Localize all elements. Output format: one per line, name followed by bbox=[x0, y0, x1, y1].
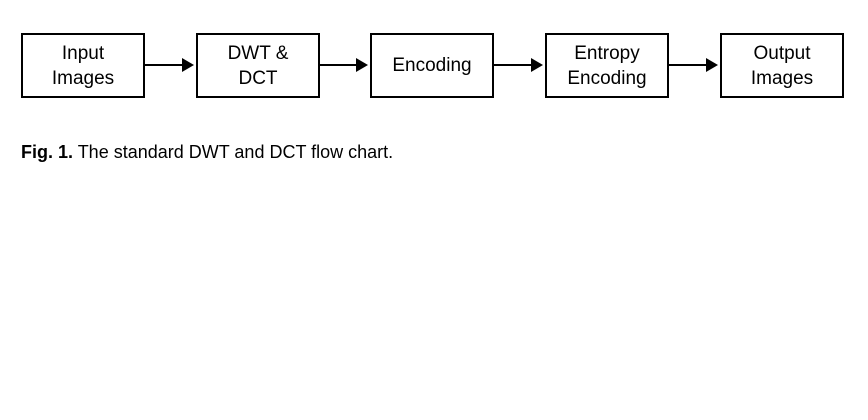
figure-caption: Fig. 1. The standard DWT and DCT flow ch… bbox=[21, 140, 393, 164]
entropy-encoding-label: Entropy Encoding bbox=[567, 42, 647, 89]
arrow-dwt-dct-to-encoding bbox=[320, 58, 368, 72]
output-images-box: Output Images bbox=[720, 33, 844, 98]
arrow-entropy-encoding-to-output bbox=[669, 58, 718, 72]
arrow-encoding-to-entropy-encoding bbox=[494, 58, 543, 72]
dwt-dct-label: DWT & DCT bbox=[227, 42, 289, 89]
caption-text: The standard DWT and DCT flow chart. bbox=[73, 142, 394, 162]
figure-label: Fig. 1. bbox=[21, 142, 74, 162]
output-images-label: Output Images bbox=[750, 42, 814, 89]
input-images-label: Input Images bbox=[51, 42, 115, 89]
input-images-box: Input Images bbox=[21, 33, 145, 98]
encoding-box: Encoding bbox=[370, 33, 494, 98]
encoding-label: Encoding bbox=[392, 55, 472, 76]
flow-chart: Input Images DWT & DCT Encoding Entropy … bbox=[0, 0, 868, 120]
dwt-dct-box: DWT & DCT bbox=[196, 33, 320, 98]
arrow-input-to-dwt-dct bbox=[145, 58, 194, 72]
entropy-encoding-box: Entropy Encoding bbox=[545, 33, 669, 98]
